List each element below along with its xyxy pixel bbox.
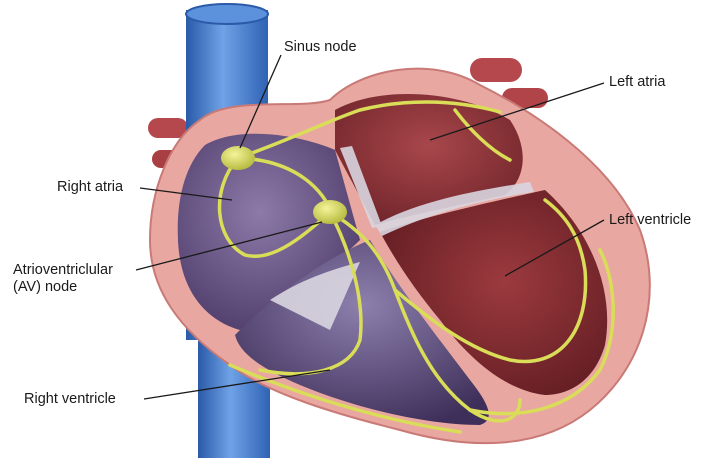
label-left-ventricle: Left ventricle xyxy=(609,212,691,229)
label-av-node-line1: Atrioventriclular xyxy=(13,262,183,279)
label-right-atria: Right atria xyxy=(57,179,123,196)
label-av-node: Atrioventriclular (AV) node xyxy=(13,262,183,296)
label-left-atria: Left atria xyxy=(609,74,665,91)
av-node xyxy=(313,200,347,224)
sinus-node xyxy=(221,146,255,170)
label-sinus-node: Sinus node xyxy=(284,39,357,56)
label-av-node-line2: (AV) node xyxy=(13,279,183,296)
label-right-ventricle: Right ventricle xyxy=(24,391,116,408)
